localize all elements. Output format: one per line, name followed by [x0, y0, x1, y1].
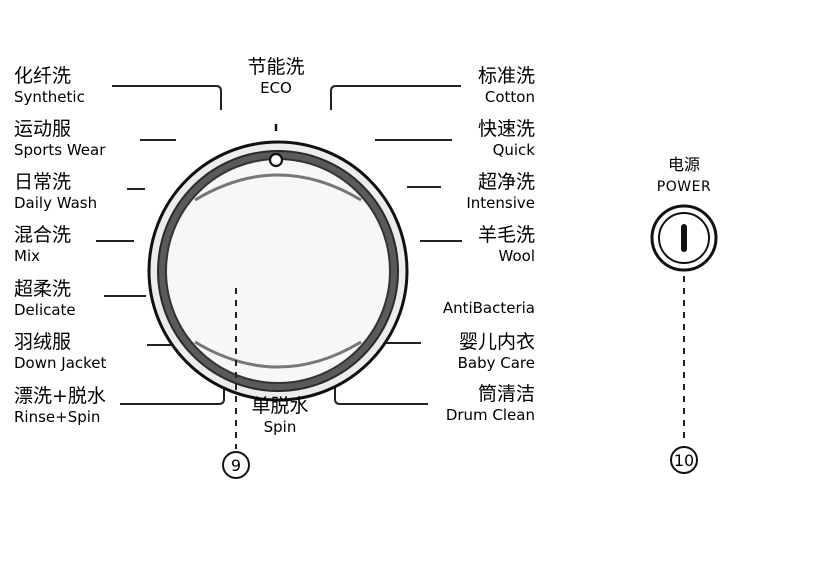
program-label-en: Rinse+Spin [14, 408, 100, 426]
dial-grip-edge [194, 173, 362, 202]
program-label-zh: 筒清洁 [478, 383, 535, 405]
program-label-en: Quick [493, 141, 536, 159]
program-label-en: Daily Wash [14, 194, 97, 212]
program-label-en: Mix [14, 247, 40, 265]
program-label-zh: 混合洗 [14, 224, 71, 246]
program-label-zh: 日常洗 [14, 171, 71, 193]
program-dial[interactable] [147, 124, 409, 402]
program-label-en: Synthetic [14, 88, 85, 106]
leader-cotton [330, 85, 461, 110]
program-label-zh: 羽绒服 [14, 331, 71, 353]
power-callout-number: 10 [674, 451, 694, 470]
dial-indicator-dot [268, 152, 284, 168]
program-label-en: Intensive [466, 194, 535, 212]
program-label-zh: 超柔洗 [14, 278, 71, 300]
program-label-zh: 标准洗 [478, 65, 535, 87]
program-label-zh: 化纤洗 [14, 65, 71, 87]
power-label-zh: 电源 [668, 155, 700, 174]
leader-synthetic [112, 85, 222, 110]
power-button[interactable] [650, 204, 718, 272]
program-label-zh: 节能洗 [247, 56, 304, 78]
power-label-en: POWER [657, 179, 711, 195]
leader-lines [96, 85, 462, 405]
program-label-en: Wool [499, 247, 535, 265]
program-label-zh: 单脱水 [251, 395, 308, 417]
dial-knob-face [165, 158, 391, 384]
program-label-en: Baby Care [458, 354, 535, 372]
program-label-en: ECO [260, 79, 292, 97]
antibacteria-label: AntiBacteria [443, 299, 535, 317]
power-icon [681, 224, 687, 252]
dial-callout-circle [222, 451, 250, 479]
program-label-en: Down Jacket [14, 354, 107, 372]
program-label-zh: 超净洗 [478, 171, 535, 193]
program-label-en: Sports Wear [14, 141, 106, 159]
power-callout-circle [670, 446, 698, 474]
program-label-en: Spin [264, 418, 297, 436]
program-label-en: Delicate [14, 301, 76, 319]
program-label-en: Cotton [485, 88, 535, 106]
program-label-zh: 快速洗 [478, 118, 535, 140]
leader-rinse-spin [120, 372, 225, 405]
program-label-zh: 羊毛洗 [478, 224, 535, 246]
program-label-en: Drum Clean [446, 406, 535, 424]
program-label-zh: 运动服 [14, 118, 71, 140]
program-label-zh: 婴儿内衣 [459, 331, 535, 353]
program-label-zh: 漂洗+脱水 [14, 385, 106, 407]
dial-grip-edge-lower [194, 340, 362, 369]
leader-drum-clean [334, 373, 428, 405]
dial-callout-number: 9 [231, 456, 241, 475]
